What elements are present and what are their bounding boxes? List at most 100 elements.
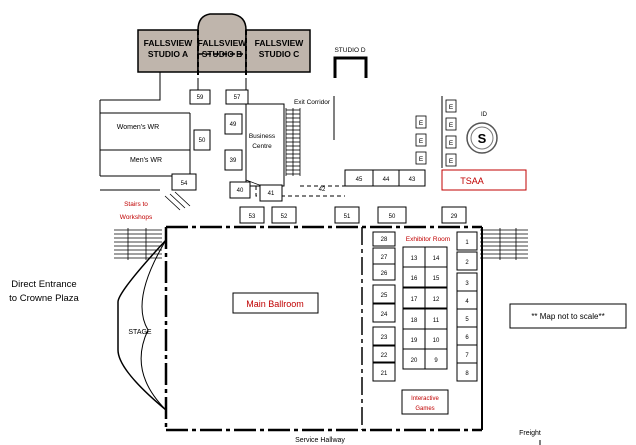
booth-51[interactable]: 51 <box>334 206 360 224</box>
booth-10[interactable]: 10 <box>424 328 448 350</box>
entrance-e-1 <box>445 99 457 113</box>
booth-14[interactable]: 14 <box>424 246 448 268</box>
direct-entrance-line1: Direct Entrance <box>11 279 76 290</box>
entrance-e-3 <box>445 135 457 149</box>
scale-note: ** Map not to scale** <box>509 303 627 329</box>
svg-text:57: 57 <box>234 95 241 101</box>
booth-1[interactable]: 1 <box>456 231 478 251</box>
booth-17[interactable]: 17 <box>402 287 426 309</box>
booth-29[interactable]: 29 <box>441 206 467 224</box>
booth-4[interactable]: 4 <box>456 290 478 310</box>
booth-2[interactable]: 2 <box>456 251 478 271</box>
booth-40[interactable]: 40 <box>229 181 251 199</box>
tsaa-booth[interactable] <box>441 169 527 191</box>
studio-c-line2: STUDIO C <box>259 49 300 59</box>
svg-text:41: 41 <box>268 191 275 197</box>
booth-50-east[interactable]: 50 <box>377 206 407 224</box>
stairs-to-workshops[interactable]: Stairs to Workshops <box>100 189 191 221</box>
booth-39[interactable]: 39 <box>224 149 243 171</box>
sheraton-logo-letter: S <box>478 131 487 146</box>
north-booths: 59 57 49 50 39 54 40 41 42 45 44 43 53 5… <box>171 89 467 224</box>
booth-6[interactable]: 6 <box>456 326 478 346</box>
svg-text:5: 5 <box>465 317 469 323</box>
booth-27[interactable]: 27 <box>372 247 396 265</box>
booth-52[interactable]: 52 <box>271 206 297 224</box>
svg-text:39: 39 <box>230 158 237 164</box>
svg-text:50: 50 <box>389 214 396 220</box>
booth-54[interactable]: 54 <box>171 173 197 191</box>
main-ballroom[interactable]: Main Ballroom <box>232 292 319 314</box>
booth-50-west[interactable]: 50 <box>193 129 211 151</box>
svg-text:45: 45 <box>356 177 363 183</box>
interactive-games[interactable]: Interactive Games <box>401 389 449 415</box>
svg-text:4: 4 <box>465 299 469 305</box>
exhibitor-center-block: 13 14 16 15 17 12 18 11 19 10 20 9 <box>402 246 448 370</box>
e-label-7: E <box>419 156 424 163</box>
booth-11[interactable]: 11 <box>424 308 448 330</box>
svg-text:20: 20 <box>411 358 418 364</box>
business-centre-line2: Centre <box>252 143 272 150</box>
booth-28[interactable]: 28 <box>372 231 396 247</box>
booth-41[interactable]: 41 <box>259 184 283 202</box>
booth-26[interactable]: 26 <box>372 263 396 281</box>
svg-text:16: 16 <box>411 276 418 282</box>
booth-20[interactable]: 20 <box>402 348 426 370</box>
exit-corridor-label: Exit Corridor <box>294 99 331 106</box>
studio-c-line1: FALLSVIEW <box>255 38 305 48</box>
stairs-line2: Workshops <box>120 214 153 221</box>
booth-25[interactable]: 25 <box>372 284 396 304</box>
booth-59[interactable]: 59 <box>189 89 211 105</box>
direct-entrance[interactable]: Direct Entrance to Crowne Plaza <box>9 279 79 304</box>
svg-text:59: 59 <box>197 95 204 101</box>
stairs-line1: Stairs to <box>124 201 148 208</box>
exit-corridor[interactable]: Exit Corridor <box>285 96 335 176</box>
booth-22[interactable]: 22 <box>372 345 396 363</box>
booth-9[interactable]: 9 <box>424 348 448 370</box>
booth-18[interactable]: 18 <box>402 308 426 330</box>
svg-text:6: 6 <box>465 335 469 341</box>
freight-label: Freight <box>519 430 541 437</box>
svg-text:50: 50 <box>199 138 206 144</box>
womens-washroom-label: Women's WR <box>117 124 159 131</box>
exhibitor-west-column: 28 27 26 25 24 23 22 21 <box>372 231 396 382</box>
booth-49[interactable]: 49 <box>224 113 243 135</box>
svg-text:19: 19 <box>411 338 418 344</box>
booth-12[interactable]: 12 <box>424 287 448 309</box>
booth-42[interactable]: 42 <box>319 187 326 193</box>
fallsview-studios: FALLSVIEW STUDIO A FALLSVIEW STUDIO B FA… <box>137 13 311 92</box>
booth-7[interactable]: 7 <box>456 344 478 364</box>
stage-label: STAGE <box>128 329 152 336</box>
id-label: ID <box>481 112 488 118</box>
svg-text:24: 24 <box>381 312 388 318</box>
business-centre[interactable]: Business Centre <box>245 103 285 187</box>
studio-b-line1: FALLSVIEW <box>198 38 248 48</box>
svg-text:52: 52 <box>281 214 288 220</box>
booth-24[interactable]: 24 <box>372 303 396 323</box>
stage[interactable]: STAGE <box>117 239 167 411</box>
booth-16[interactable]: 16 <box>402 266 426 288</box>
exhibitor-east-column: 1 2 3 4 5 6 7 8 <box>456 231 478 382</box>
booth-13[interactable]: 13 <box>402 246 426 268</box>
booth-5[interactable]: 5 <box>456 308 478 328</box>
svg-text:9: 9 <box>434 358 438 364</box>
studio-b-room[interactable] <box>197 13 247 73</box>
booth-8[interactable]: 8 <box>456 362 478 382</box>
booth-3[interactable]: 3 <box>456 272 478 292</box>
booth-21[interactable]: 21 <box>372 362 396 382</box>
booth-23[interactable]: 23 <box>372 326 396 346</box>
booth-45[interactable]: 45 <box>344 169 374 187</box>
booth-15[interactable]: 15 <box>424 266 448 288</box>
booth-19[interactable]: 19 <box>402 328 426 350</box>
booth-43[interactable]: 43 <box>398 169 426 187</box>
booth-44[interactable]: 44 <box>372 169 400 187</box>
svg-text:11: 11 <box>433 318 440 324</box>
e-label-3: E <box>449 140 454 147</box>
studio-a-room[interactable] <box>137 29 199 73</box>
booth-53[interactable]: 53 <box>239 206 265 224</box>
studio-b-line2: STUDIO B <box>202 49 243 59</box>
booth-57[interactable]: 57 <box>225 89 249 105</box>
mens-washroom-label: Men's WR <box>130 157 162 164</box>
svg-text:53: 53 <box>249 214 256 220</box>
ballroom-walls <box>164 225 483 432</box>
studio-d[interactable]: STUDIO D <box>333 47 368 78</box>
